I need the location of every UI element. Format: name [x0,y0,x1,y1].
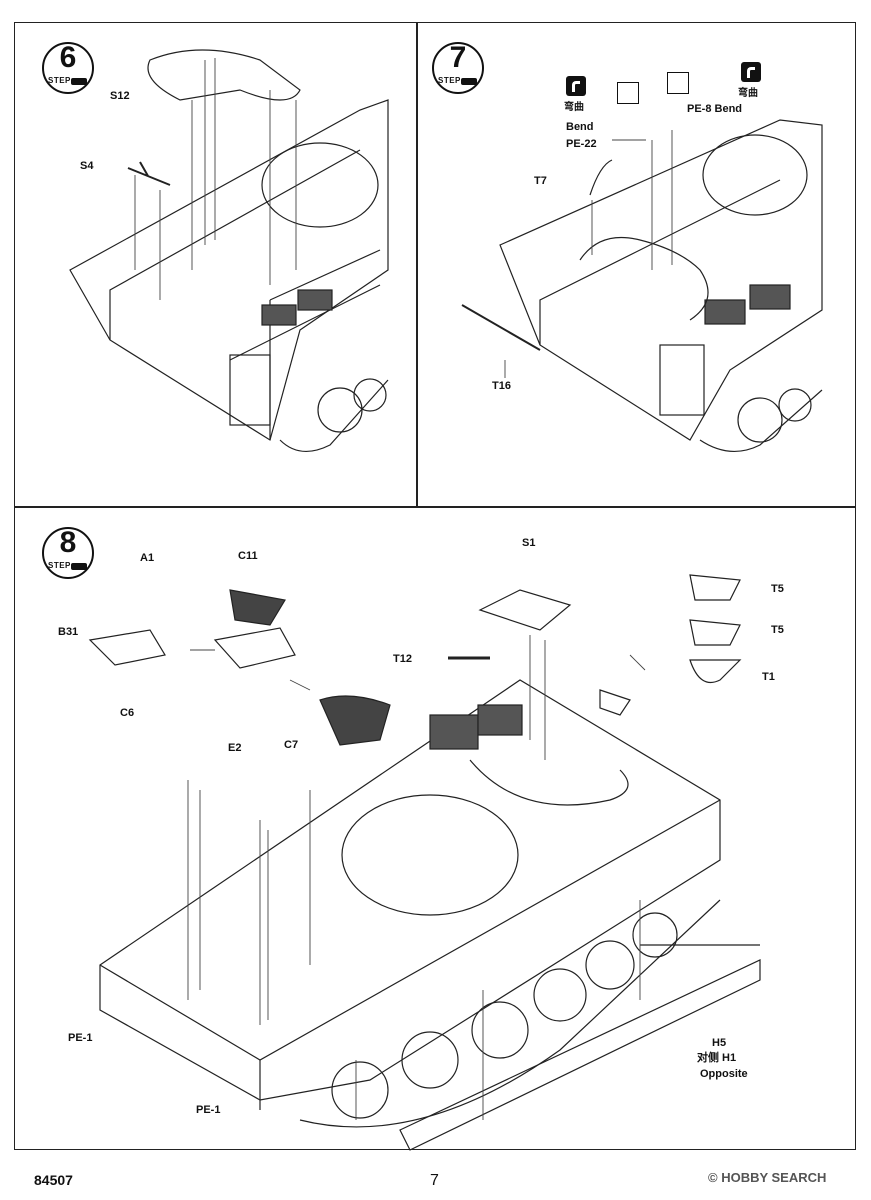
part-label-t1: T1 [762,671,775,683]
step8-word: STEP [48,561,71,570]
part-label-pe1-left: PE-1 [68,1032,93,1044]
product-code: 84507 [34,1172,73,1188]
part-label-s12: S12 [110,90,130,102]
bend-icon [566,76,586,96]
bend-left-label: Bend [566,121,594,133]
part-label-c7: C7 [284,739,299,751]
step6-panel [14,22,418,508]
part-label-pe22: PE-22 [566,138,597,150]
step7-panel [416,22,856,508]
step7-guide-lines [504,130,673,378]
part-label-h5-cn: 对侧 H1 [697,1052,737,1064]
part-label-pe1-bottom: PE-1 [196,1104,221,1116]
bend-cn-right-label: 弯曲 [738,88,758,99]
step7-hull-drawing [461,119,823,453]
part-label-c6: C6 [120,707,135,719]
part-label-t5-second: T5 [771,624,784,636]
pe-part-icon [667,72,689,94]
tank-icon [71,563,87,570]
part-label-s4: S4 [80,160,94,172]
step8-guide-lines [187,635,646,1120]
part-label-t7: T7 [534,175,547,187]
part-label-e2: E2 [228,742,242,754]
part-label-t16: T16 [492,380,511,392]
part-label-pe8: PE-8 Bend [687,103,743,115]
part-label-t5-first: T5 [771,583,784,595]
part-label-a1: A1 [140,552,155,564]
step6-badge: 6 STEP [42,42,94,94]
bend-icon [741,62,761,82]
step7-word: STEP [438,76,461,85]
step8-number: 8 [59,526,77,559]
part-label-h5: H5 [712,1037,727,1049]
step7-badge: 7 STEP [432,42,484,94]
pe-part-icon [617,82,639,104]
part-label-s1: S1 [522,537,536,549]
part-label-h5-opposite: Opposite [700,1068,748,1080]
step6-hull-drawing [69,49,389,452]
watermark-text: © HOBBY SEARCH [708,1170,827,1185]
bend-cn-left-label: 弯曲 [564,102,584,113]
step7-number: 7 [449,41,467,74]
step8-panel [14,506,856,1150]
page-number: 7 [430,1172,439,1189]
part-label-t12: T12 [393,653,412,665]
step8-hull-drawing [88,574,761,1151]
part-label-b31: B31 [58,626,79,638]
step6-number: 6 [59,41,77,74]
tank-icon [461,78,477,85]
step6-word: STEP [48,76,71,85]
step8-badge: 8 STEP [42,527,94,579]
part-label-c11: C11 [238,550,258,562]
tank-icon [71,78,87,85]
step6-guide-lines [134,58,297,300]
